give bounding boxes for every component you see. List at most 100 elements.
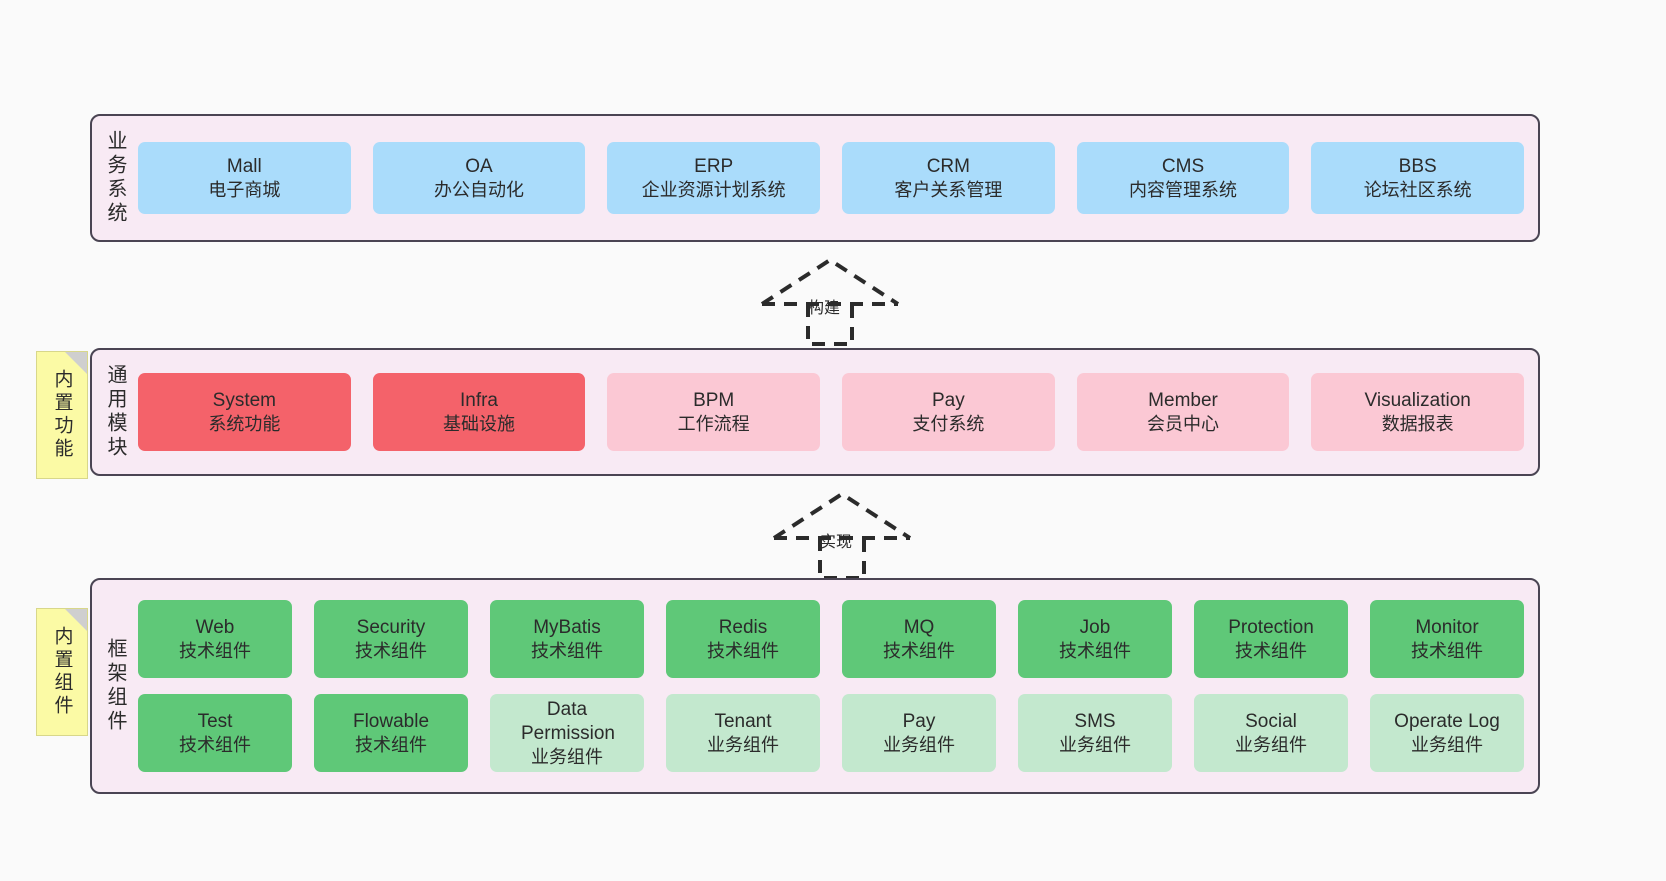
- layer-business-system: 业务系统 Mall 电子商城 OA 办公自动化 ERP 企业资源计划系统 CRM…: [90, 114, 1540, 242]
- node-pay-module-desc: 支付系统: [912, 413, 985, 434]
- node-monitor-name: Monitor: [1415, 616, 1479, 638]
- node-test[interactable]: Test 技术组件: [138, 694, 292, 772]
- node-sms-name: SMS: [1074, 710, 1116, 732]
- connector-realize-label: 实现: [820, 534, 853, 551]
- node-redis-name: Redis: [718, 616, 768, 638]
- connector-realize-arrow-icon: [772, 491, 912, 580]
- node-infra[interactable]: Infra 基础设施: [372, 373, 586, 451]
- node-bpm-desc: 工作流程: [677, 413, 750, 434]
- layer-common-modules: 通用模块 System 系统功能 Infra 基础设施 BPM 工作流程 Pay…: [90, 348, 1540, 476]
- node-sms[interactable]: SMS 业务组件: [1018, 694, 1172, 772]
- node-web[interactable]: Web 技术组件: [138, 600, 292, 678]
- node-mybatis[interactable]: MyBatis 技术组件: [490, 600, 644, 678]
- node-erp-name: ERP: [694, 155, 734, 177]
- node-security-name: Security: [356, 616, 426, 638]
- node-pay-component-desc: 业务组件: [883, 734, 955, 755]
- node-bbs[interactable]: BBS 论坛社区系统: [1311, 142, 1525, 214]
- layer-business-system-body: Mall 电子商城 OA 办公自动化 ERP 企业资源计划系统 CRM 客户关系…: [138, 116, 1538, 240]
- node-bpm[interactable]: BPM 工作流程: [607, 373, 821, 451]
- node-operate-log-name: Operate Log: [1394, 710, 1500, 732]
- connector-build: 构建: [760, 257, 900, 346]
- node-security-desc: 技术组件: [355, 640, 427, 661]
- node-tenant-desc: 业务组件: [707, 734, 779, 755]
- node-mybatis-desc: 技术组件: [531, 640, 603, 661]
- node-pay-component[interactable]: Pay 业务组件: [842, 694, 996, 772]
- node-web-name: Web: [195, 616, 235, 638]
- node-operate-log[interactable]: Operate Log 业务组件: [1370, 694, 1524, 772]
- connector-build-arrow-icon: [760, 257, 900, 346]
- node-system[interactable]: System 系统功能: [138, 373, 351, 451]
- node-oa-name: OA: [465, 155, 493, 177]
- node-visualization-name: Visualization: [1364, 389, 1471, 411]
- node-pay-module[interactable]: Pay 支付系统: [842, 373, 1055, 451]
- node-mall-name: Mall: [226, 155, 262, 177]
- node-data-permission[interactable]: Data Permission 业务组件: [490, 694, 644, 772]
- connector-build-label: 构建: [808, 300, 841, 317]
- node-bbs-desc: 论坛社区系统: [1363, 179, 1472, 200]
- node-mq[interactable]: MQ 技术组件: [842, 600, 996, 678]
- node-visualization-desc: 数据报表: [1381, 413, 1454, 434]
- node-member-name: Member: [1148, 389, 1218, 411]
- node-cms-name: CMS: [1161, 155, 1205, 177]
- node-crm-name: CRM: [926, 155, 970, 177]
- node-redis[interactable]: Redis 技术组件: [666, 600, 820, 678]
- note-builtin-components: 内置组件: [36, 608, 88, 736]
- node-cms[interactable]: CMS 内容管理系统: [1076, 142, 1290, 214]
- node-web-desc: 技术组件: [179, 640, 251, 661]
- layer-framework-components-title: 框架组件: [104, 638, 126, 734]
- note-fold-icon: [65, 609, 87, 631]
- node-member[interactable]: Member 会员中心: [1076, 373, 1290, 451]
- layer-common-modules-title: 通用模块: [104, 364, 126, 460]
- node-redis-desc: 技术组件: [707, 640, 779, 661]
- note-builtin-features: 内置功能: [36, 351, 88, 479]
- layer-framework-row-biz: Test 技术组件 Flowable 技术组件 Data Permission …: [138, 694, 1524, 772]
- node-social-name: Social: [1245, 710, 1297, 732]
- layer-framework-components-body: Web 技术组件 Security 技术组件 MyBatis 技术组件 Redi…: [138, 580, 1538, 792]
- node-protection[interactable]: Protection 技术组件: [1194, 600, 1348, 678]
- node-flowable[interactable]: Flowable 技术组件: [314, 694, 468, 772]
- node-visualization[interactable]: Visualization 数据报表: [1311, 373, 1525, 451]
- node-bpm-name: BPM: [693, 389, 735, 411]
- node-test-desc: 技术组件: [179, 734, 251, 755]
- layer-framework-components: 框架组件 Web 技术组件 Security 技术组件 MyBatis 技术组件…: [90, 578, 1540, 794]
- node-security[interactable]: Security 技术组件: [314, 600, 468, 678]
- node-monitor-desc: 技术组件: [1411, 640, 1483, 661]
- node-job-name: Job: [1079, 616, 1111, 638]
- node-oa[interactable]: OA 办公自动化: [372, 142, 586, 214]
- layer-modules-row: System 系统功能 Infra 基础设施 BPM 工作流程 Pay 支付系统…: [138, 373, 1525, 451]
- note-builtin-components-label: 内置组件: [51, 626, 73, 718]
- connector-realize: 实现: [772, 491, 912, 580]
- node-data-permission-name: Data Permission: [521, 699, 615, 744]
- node-flowable-desc: 技术组件: [355, 734, 427, 755]
- node-protection-desc: 技术组件: [1235, 640, 1307, 661]
- node-pay-component-name: Pay: [902, 710, 936, 732]
- node-oa-desc: 办公自动化: [434, 179, 524, 200]
- node-bbs-name: BBS: [1398, 155, 1437, 177]
- node-social-desc: 业务组件: [1235, 734, 1307, 755]
- note-builtin-features-label: 内置功能: [51, 369, 73, 461]
- node-job-desc: 技术组件: [1059, 640, 1131, 661]
- node-protection-name: Protection: [1228, 616, 1314, 638]
- node-flowable-name: Flowable: [352, 710, 430, 732]
- node-monitor[interactable]: Monitor 技术组件: [1370, 600, 1524, 678]
- node-social[interactable]: Social 业务组件: [1194, 694, 1348, 772]
- node-system-desc: 系统功能: [208, 413, 281, 434]
- node-tenant-name: Tenant: [714, 710, 772, 732]
- layer-business-row: Mall 电子商城 OA 办公自动化 ERP 企业资源计划系统 CRM 客户关系…: [138, 142, 1525, 214]
- layer-common-modules-body: System 系统功能 Infra 基础设施 BPM 工作流程 Pay 支付系统…: [138, 350, 1538, 474]
- node-mall-desc: 电子商城: [208, 179, 281, 200]
- node-pay-module-name: Pay: [931, 389, 965, 411]
- node-data-permission-desc: 业务组件: [531, 746, 603, 767]
- node-infra-name: Infra: [459, 389, 499, 411]
- node-member-desc: 会员中心: [1147, 413, 1220, 434]
- node-job[interactable]: Job 技术组件: [1018, 600, 1172, 678]
- node-erp[interactable]: ERP 企业资源计划系统: [607, 142, 821, 214]
- layer-business-system-title: 业务系统: [104, 130, 126, 226]
- node-tenant[interactable]: Tenant 业务组件: [666, 694, 820, 772]
- node-mq-desc: 技术组件: [883, 640, 955, 661]
- node-mybatis-name: MyBatis: [533, 616, 601, 638]
- node-mq-name: MQ: [903, 616, 935, 638]
- node-mall[interactable]: Mall 电子商城: [138, 142, 351, 214]
- node-crm[interactable]: CRM 客户关系管理: [842, 142, 1055, 214]
